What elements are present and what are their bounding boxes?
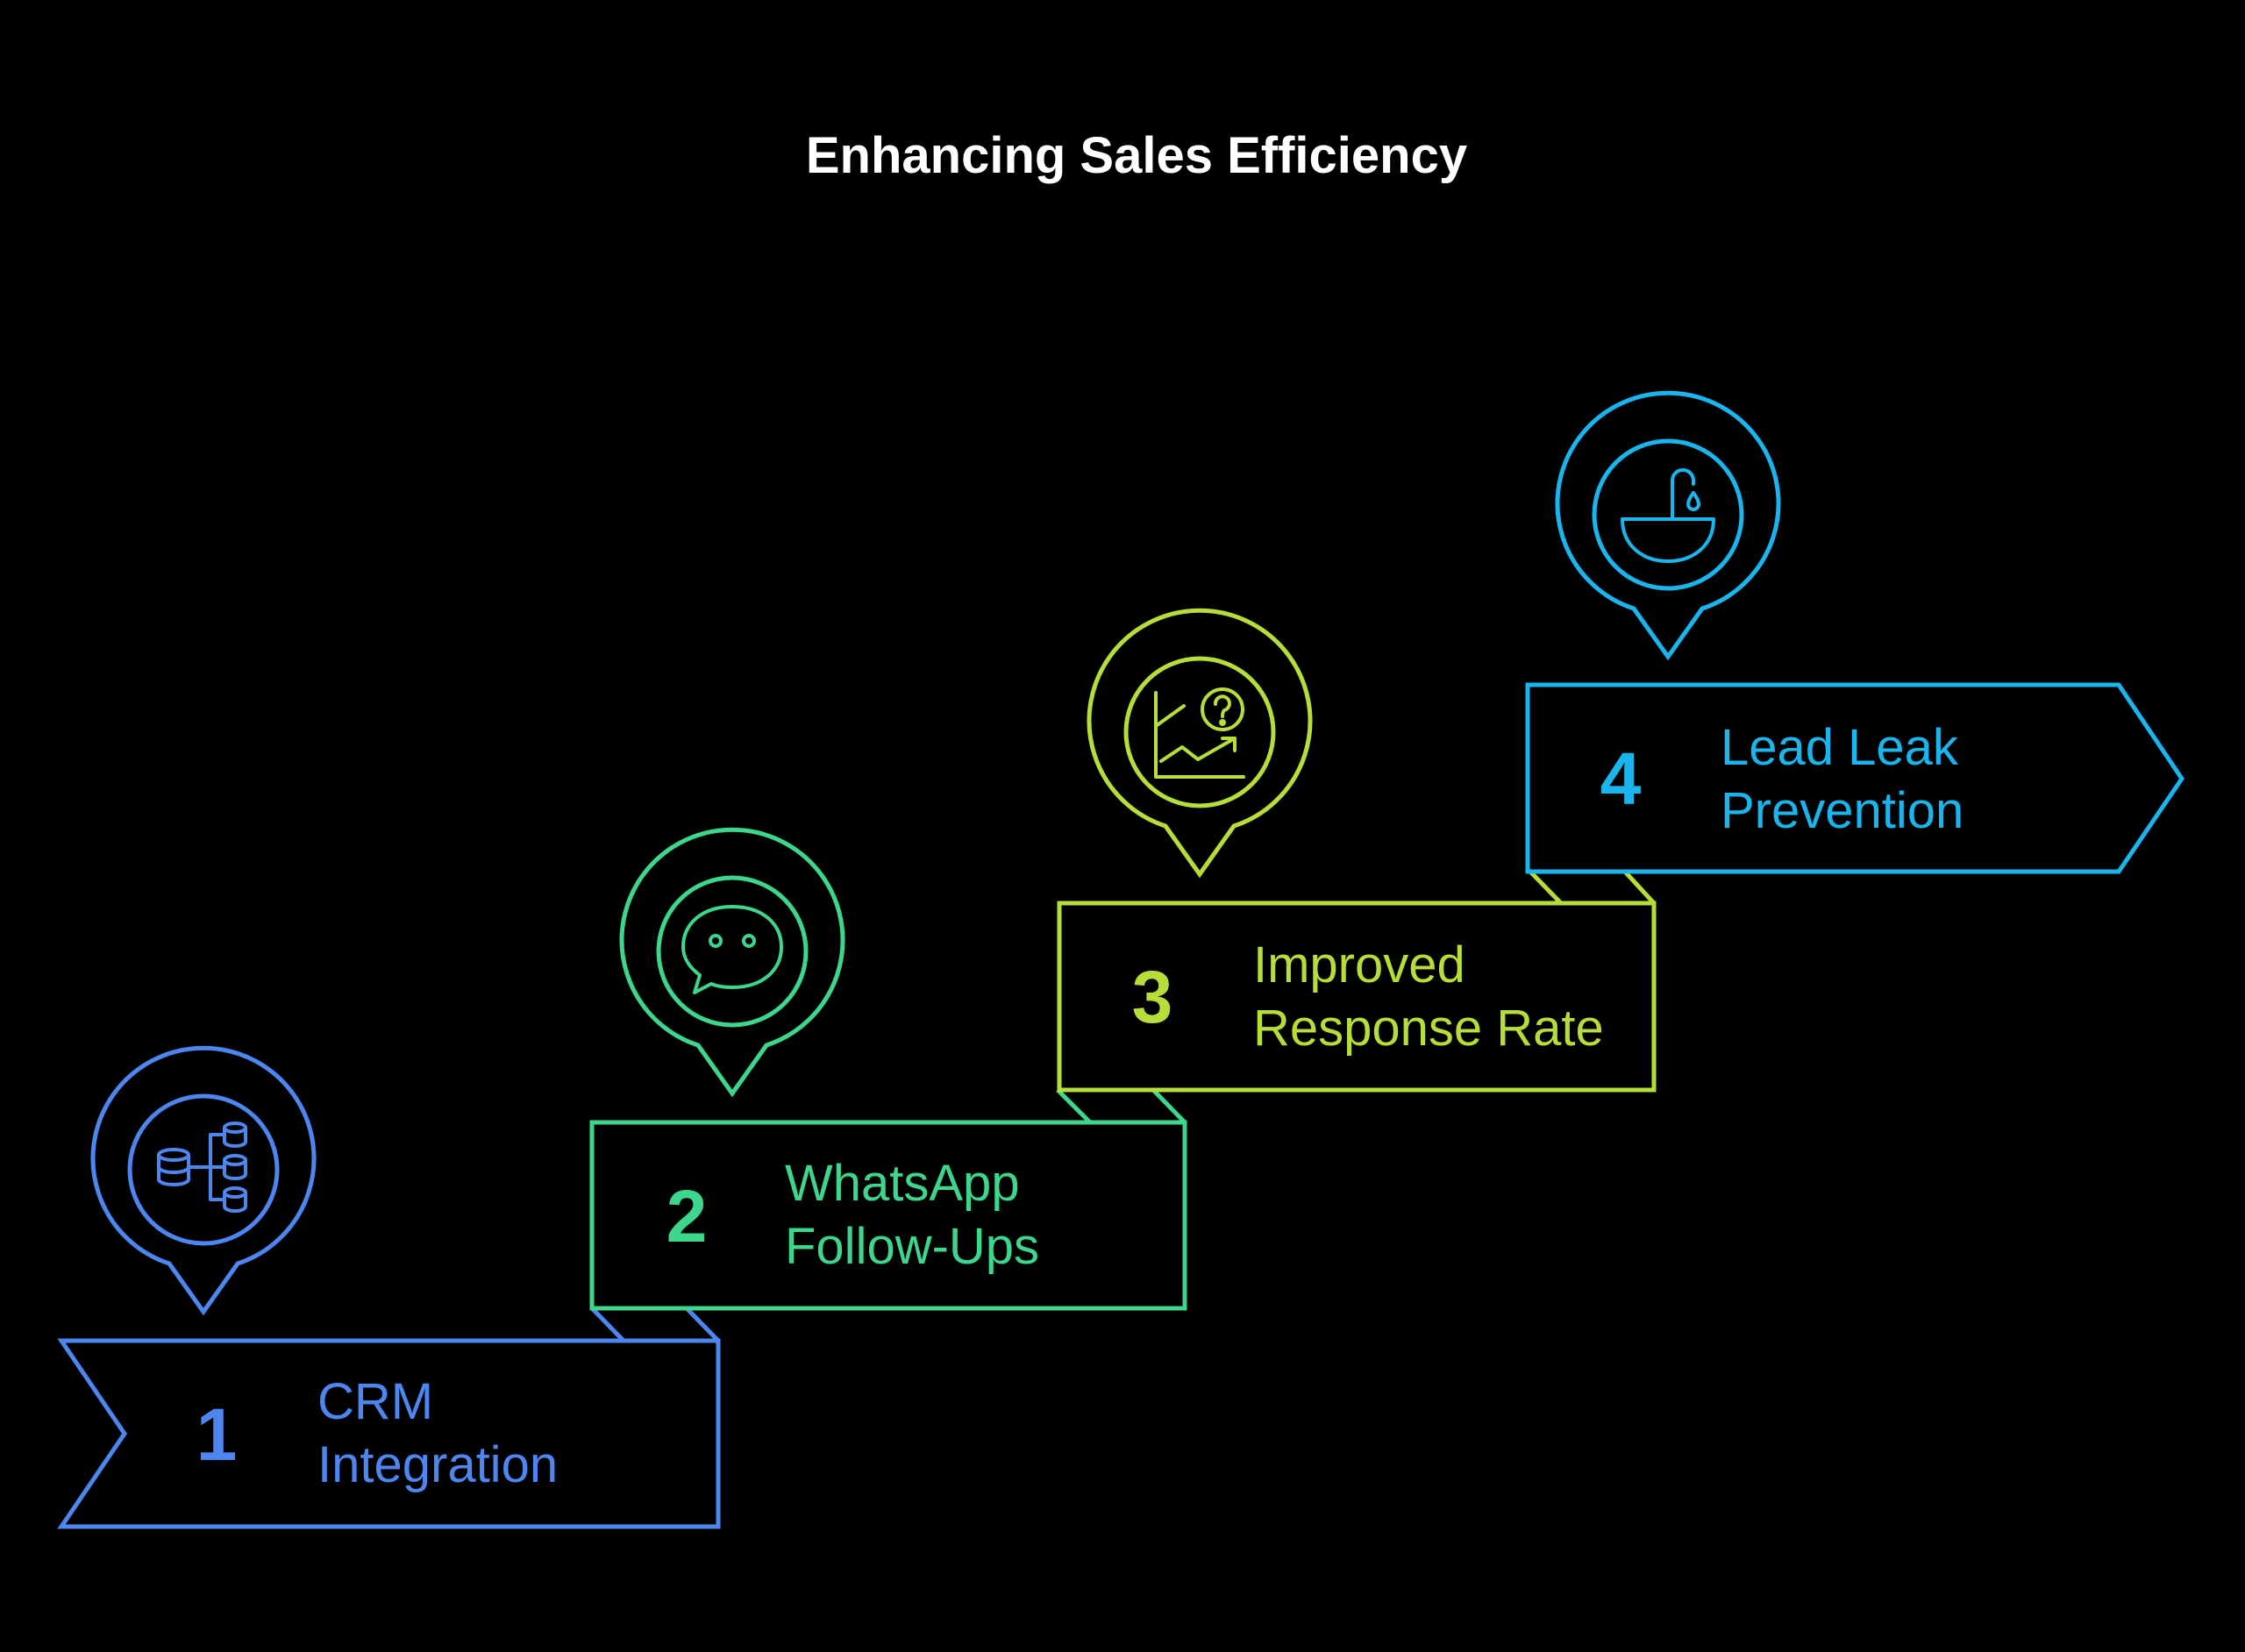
step-1-marker-inner — [127, 1093, 280, 1246]
step-4-marker-inner — [1592, 438, 1744, 591]
step-2-connector — [1056, 1088, 1187, 1124]
database-hierarchy-icon — [157, 1122, 247, 1213]
step-1-label-line2: Integration — [317, 1436, 558, 1493]
chart-question-icon — [1154, 687, 1245, 779]
step-3-marker-inner — [1123, 656, 1276, 808]
step-3-number: 3 — [1132, 956, 1173, 1038]
step-3-label-line1: Improved — [1253, 936, 1465, 993]
step-1-label-line1: CRM — [317, 1373, 433, 1430]
step-1-banner — [57, 1338, 721, 1529]
step-3-connector — [1528, 869, 1656, 905]
step-2-marker — [619, 827, 845, 1098]
step-4-banner — [1525, 682, 2185, 874]
sink-faucet-icon — [1621, 468, 1715, 563]
step-4-label-line1: Lead Leak — [1721, 719, 1959, 776]
step-4-marker — [1555, 390, 1781, 661]
step-2-label-line1: WhatsApp — [785, 1155, 1020, 1212]
step-3-label-line2: Response Rate — [1253, 1000, 1604, 1057]
step-3 — [1057, 608, 1657, 1093]
step-4 — [1525, 390, 2185, 874]
step-4-number: 4 — [1600, 737, 1642, 820]
step-1-marker — [90, 1045, 317, 1316]
step-2-banner — [589, 1120, 1187, 1311]
step-2-number: 2 — [666, 1175, 708, 1257]
step-1 — [57, 1045, 721, 1529]
diagram-title: Enhancing Sales Efficiency — [806, 127, 1467, 184]
step-1-number: 1 — [196, 1393, 238, 1476]
step-2-marker-inner — [656, 875, 809, 1028]
step-3-banner — [1057, 901, 1657, 1093]
chat-bubble-icon — [681, 905, 783, 994]
step-4-label-line2: Prevention — [1721, 782, 1963, 839]
step-3-marker — [1087, 608, 1313, 879]
step-2-label-line2: Follow-Ups — [785, 1218, 1039, 1275]
step-1-connector — [590, 1307, 720, 1342]
step-2 — [589, 827, 1187, 1311]
